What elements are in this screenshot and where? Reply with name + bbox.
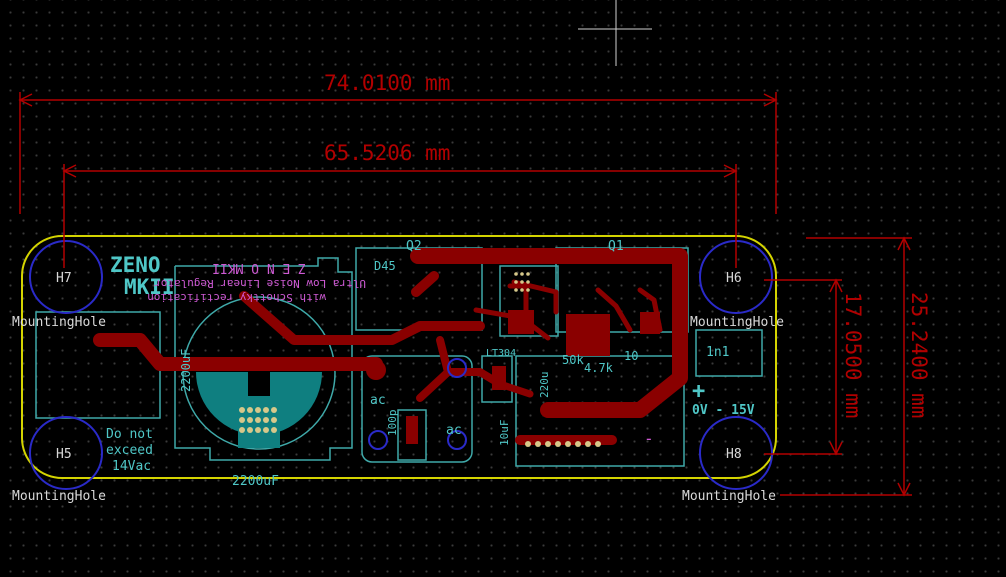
cap-main-label: 2200uF [232,474,279,489]
drill-hole [255,407,261,413]
drill-hole [255,427,261,433]
drill-hole [514,272,518,276]
cap-100p: 100p [386,410,399,437]
r-10: 10 [624,349,638,363]
dim-outer-width: 74.0100 mm [324,71,450,95]
drill-hole [239,407,245,413]
ac-right: ac [446,423,462,438]
c-1n1: 1n1 [706,345,729,360]
drill-hole [535,441,541,447]
warn-line1: Do not [106,427,153,442]
minus-sign: - [644,429,654,448]
dim-inner-width: 65.5206 mm [324,141,450,165]
pads [366,310,660,450]
subtitle1: Ultra Low Noise Linear Regulator [154,277,366,290]
dim-outer-height: 25.2400 mm [907,292,931,418]
pad [447,430,467,450]
hole-labels: H7 H6 H5 H8 MountingHole MountingHole Mo… [12,271,784,504]
hole-h6-label: H6 [726,271,742,286]
warn-line3: 14Vac [112,459,151,474]
drill-hole [271,427,277,433]
cap-vertical-label: 2200uF [179,349,193,392]
dimension-lines [18,92,912,497]
silkscreen-layer: ZENO MKII Z E N O MKII Ultra Low Noise L… [106,239,755,489]
hole-h5-label: H5 [56,447,72,462]
drill-hole [526,288,530,292]
copper-tracks [93,248,688,445]
pad [366,360,386,380]
drill-hole [585,441,591,447]
drill-hole [263,427,269,433]
drill-hole [271,417,277,423]
hole-h7[interactable] [29,240,103,314]
drill-hole [239,427,245,433]
hole-footprint-label: MountingHole [682,489,776,504]
hole-h5[interactable] [29,416,103,490]
pad [368,430,388,450]
warn-line2: exceed [106,443,153,458]
drill-hole [247,417,253,423]
drill-hole [525,441,531,447]
q2-label: Q2 [406,239,422,254]
drill-hole [263,417,269,423]
hole-footprint-label: MountingHole [690,315,784,330]
hole-footprint-label: MountingHole [12,315,106,330]
crosshair-cursor-icon [578,0,652,66]
cap-pad[interactable] [248,370,270,396]
drill-hole [247,427,253,433]
drill-hole [526,272,530,276]
drill-hole [520,272,524,276]
hole-h7-label: H7 [56,271,72,286]
dimension-labels: 74.0100 mm 65.5206 mm 25.2400 mm 17.0500… [324,71,931,418]
drill-hole [520,288,524,292]
hole-h8-label: H8 [726,447,742,462]
drill-hole [565,441,571,447]
brand-line1: ZENO [110,253,161,277]
q1-label: Q1 [608,239,624,254]
cap-220: 220u [538,372,551,399]
drill-hole [575,441,581,447]
drill-hole [239,417,245,423]
cap-10uf: 10uF [498,420,511,447]
drill-hole [263,407,269,413]
output-label: 0V - 15V [692,403,755,418]
board-outline [21,235,777,479]
chip-label: LT304 [486,348,516,359]
brand-line2: MKII [124,275,175,299]
drill-hole [545,441,551,447]
title-spaced: Z E N O MKII [212,260,306,275]
r-50k: 50k [562,353,584,367]
drill-hole [514,280,518,284]
ac-left: ac [370,393,386,408]
drill-hole [555,441,561,447]
drill-array [239,272,601,447]
drill-hole [247,407,253,413]
drill-hole [255,417,261,423]
drill-hole [526,280,530,284]
d45-label: D45 [374,259,396,273]
plus-sign: + [692,379,705,404]
pad [447,358,467,378]
r-4r7: 4.7k [584,361,614,375]
hole-footprint-label: MountingHole [12,489,106,504]
drill-hole [520,280,524,284]
hole-h8[interactable] [699,416,773,490]
drill-hole [271,407,277,413]
drill-hole [595,441,601,447]
dim-inner-height: 17.0500 mm [841,292,865,418]
subtitle2: with Schottky rectification [147,291,326,304]
drill-hole [514,288,518,292]
